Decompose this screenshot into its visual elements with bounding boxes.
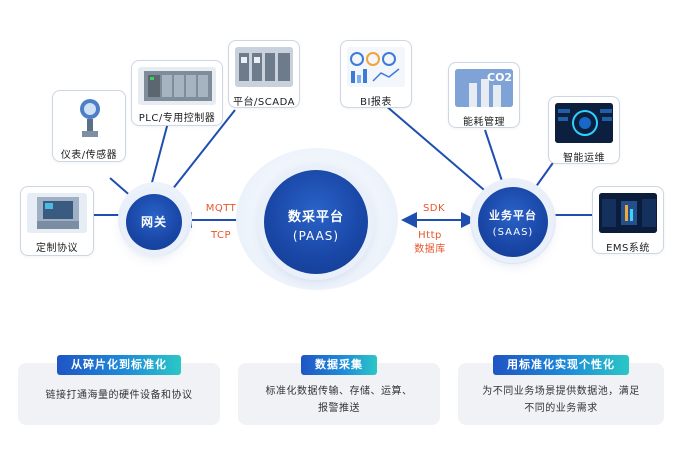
- feature-desc: 标准化数据传输、存储、运算、报警推送: [265, 386, 413, 414]
- custom-protocol-label: 定制协议: [36, 243, 78, 254]
- saas-title: 业务平台: [489, 209, 537, 222]
- sensor-gauge-icon: [59, 97, 119, 139]
- paas-subtitle: (PAAS): [292, 229, 340, 243]
- tcp-label: TCP: [210, 230, 232, 241]
- saas-hub[interactable]: 业务平台 (SAAS): [478, 187, 548, 257]
- saas-subtitle: (SAAS): [492, 227, 534, 238]
- bi-report-card[interactable]: BI报表: [340, 40, 412, 108]
- bi-report-label: BI报表: [360, 97, 392, 108]
- mqtt-label: MQTT: [205, 203, 237, 214]
- feature-card-standardization: 从碎片化到标准化 链接打通海量的硬件设备和协议: [18, 355, 220, 425]
- paas-title: 数采平台: [287, 210, 344, 225]
- line-gateway-plc: [149, 114, 171, 191]
- plc-module-icon: [138, 67, 216, 105]
- feature-title: 数据采集: [301, 355, 377, 375]
- sdk-label: SDK: [422, 203, 446, 214]
- custom-protocol-card[interactable]: 定制协议: [20, 186, 94, 256]
- feature-desc: 链接打通海量的硬件设备和协议: [45, 390, 193, 401]
- co2-text: CO2: [487, 71, 513, 84]
- feature-desc: 为不同业务场景提供数据池，满足不同的业务需求: [482, 386, 640, 414]
- energy-mgmt-label: 能耗管理: [463, 117, 505, 128]
- database-label: 数据库: [414, 244, 446, 255]
- scada-platform-card[interactable]: 平台/SCADA: [228, 40, 300, 108]
- bi-dashboard-icon: [347, 47, 405, 87]
- paas-hub[interactable]: 数采平台 (PAAS): [264, 170, 368, 274]
- cnc-machine-icon: [27, 193, 87, 233]
- smart-ops-card[interactable]: 智能运维: [548, 96, 620, 164]
- gateway-label: 网关: [140, 215, 167, 229]
- co2-factory-icon: CO2: [455, 69, 513, 107]
- feature-title: 用标准化实现个性化: [493, 355, 629, 375]
- plc-controller-card[interactable]: PLC/专用控制器: [131, 60, 223, 126]
- scada-platform-label: 平台/SCADA: [233, 97, 295, 108]
- plc-controller-label: PLC/专用控制器: [138, 113, 216, 124]
- scada-screen-icon: [235, 47, 293, 87]
- feature-card-data-collection: 数据采集 标准化数据传输、存储、运算、报警推送: [238, 355, 440, 425]
- instrument-sensor-label: 仪表/传感器: [60, 150, 118, 161]
- ems-system-card[interactable]: EMS系统: [592, 186, 664, 254]
- ems-system-label: EMS系统: [606, 243, 650, 254]
- http-label: Http: [418, 230, 442, 241]
- gateway-hub[interactable]: 网关: [126, 194, 182, 250]
- feature-title: 从碎片化到标准化: [57, 355, 181, 375]
- smart-ops-label: 智能运维: [563, 153, 605, 164]
- feature-card-personalization: 用标准化实现个性化 为不同业务场景提供数据池，满足不同的业务需求: [458, 355, 664, 425]
- ems-screen-icon: [599, 193, 657, 233]
- instrument-sensor-card[interactable]: 仪表/传感器: [52, 90, 126, 162]
- ops-console-icon: [555, 103, 613, 143]
- energy-mgmt-card[interactable]: CO2 能耗管理: [448, 62, 520, 128]
